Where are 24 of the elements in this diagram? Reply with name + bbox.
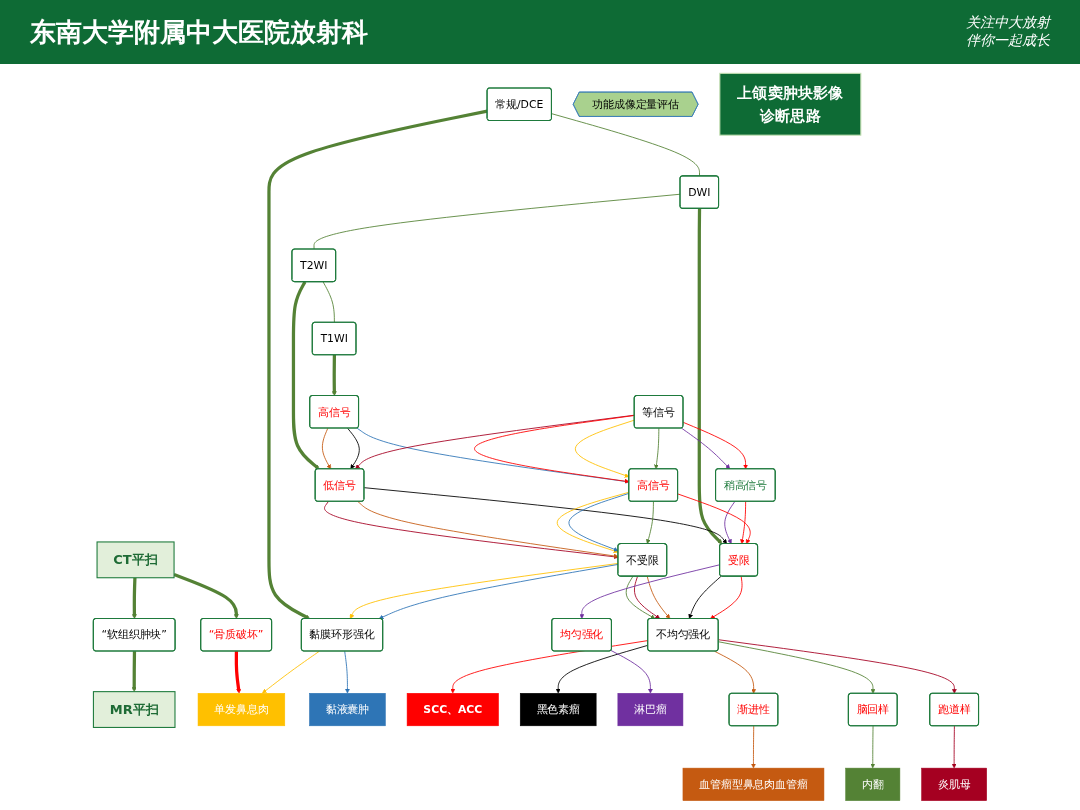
- arrow: [697, 208, 723, 545]
- node-box: 单发鼻息肉: [197, 693, 286, 727]
- node-box: SCC、ACC: [406, 693, 499, 727]
- node-box: 炎肌母: [921, 767, 987, 801]
- arrow: [267, 109, 488, 620]
- slogan-text: 关注中大放射: [966, 14, 1050, 32]
- node-box: 血管瘤型鼻息肉血管瘤: [682, 767, 825, 801]
- connector: [322, 281, 335, 323]
- node-box: 淋巴瘤: [617, 693, 684, 727]
- node-box: MR平扫: [92, 691, 176, 728]
- connector: [551, 113, 700, 177]
- node-box: 内翻: [845, 767, 901, 801]
- arrow: [132, 577, 137, 619]
- arrow: [331, 355, 337, 396]
- arrow: [131, 651, 137, 692]
- node-box: 黏液囊肿: [309, 693, 386, 727]
- node-box: CT平扫: [96, 541, 175, 579]
- arrow: [291, 281, 320, 470]
- connector: [313, 193, 681, 250]
- slogan-text: 伴你一起成长: [966, 32, 1050, 50]
- node-box: 黑色素瘤: [519, 693, 597, 727]
- arrow: [234, 651, 241, 694]
- node-box: 上颌窦肿块影像诊断思路: [719, 72, 862, 136]
- header-title: 东南大学附属中大医院放射科: [30, 15, 368, 49]
